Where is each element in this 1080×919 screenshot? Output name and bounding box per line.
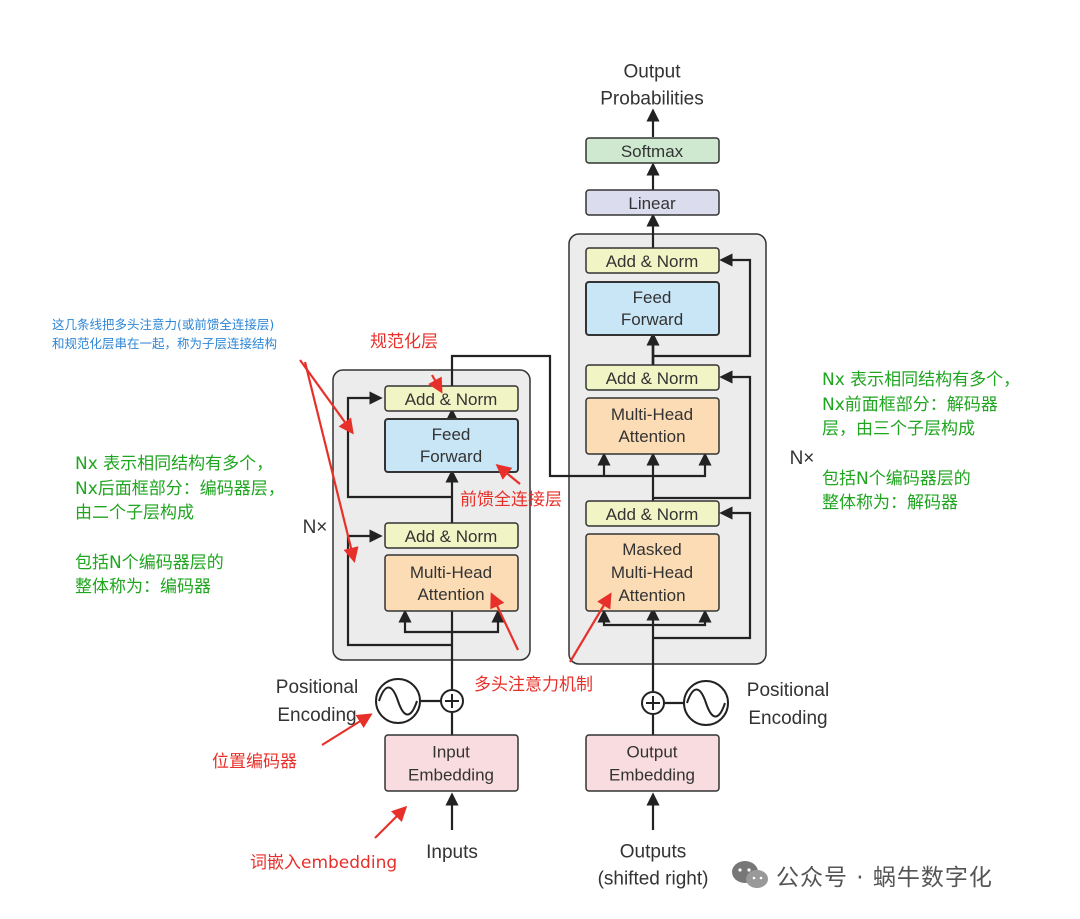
decoder-feed-forward: [585, 281, 720, 336]
inputs-label: Inputs: [426, 842, 478, 863]
watermark: 公众号 · 蜗牛数字化: [730, 858, 993, 892]
encoder-feed-forward: [384, 418, 519, 473]
wechat-icon: [732, 861, 768, 888]
encoder-add-circle: [440, 689, 464, 713]
encoder-description: Nx 表示相同结构有多个， Nx后面框部分：编码器层， 由二个子层构成 包括N个…: [75, 454, 285, 598]
linear-label: Linear: [628, 194, 676, 213]
positional-encoder-annotation: 位置编码器: [212, 752, 297, 772]
encoder-add-norm-top: [384, 385, 519, 412]
encoder-add-norm-bottom-label: Add & Norm: [405, 527, 498, 546]
decoder-add-norm-top-label: Add & Norm: [606, 252, 699, 271]
watermark-text: 公众号 · 蜗牛数字化: [776, 865, 993, 891]
ffn-annotation: 前馈全连接层: [460, 490, 562, 510]
word-embedding-annotation: 词嵌入embedding: [250, 853, 398, 873]
softmax-label: Softmax: [621, 142, 684, 161]
encoder-multi-head-attention: [384, 554, 519, 612]
annotation-arrows: [299, 359, 612, 839]
decoder-nx-label: N×: [790, 448, 815, 469]
softmax-box: [585, 137, 720, 164]
input-embedding-box: [384, 734, 519, 792]
decoder-multi-head-attention: [585, 397, 720, 455]
decoder-add-circle: [641, 691, 665, 715]
positional-encoding-right-icon: [683, 680, 729, 726]
encoder-nx-label: N×: [303, 517, 328, 538]
outputs-label: Outputs(shifted right): [598, 842, 709, 890]
decoder-add-norm-mid-label: Add & Norm: [606, 369, 699, 388]
linear-box: [585, 189, 720, 216]
decoder-description: Nx 表示相同结构有多个， Nx前面框部分：解码器 层，由三个子层构成 包括N个…: [822, 370, 1021, 514]
encoder-add-norm-top-label: Add & Norm: [405, 390, 498, 409]
output-embedding-box: [585, 734, 720, 792]
encoder-container: [332, 369, 531, 661]
mha-mechanism-annotation: 多头注意力机制: [474, 675, 593, 695]
decoder-masked-mha: [585, 533, 720, 612]
decoder-add-norm-bottom: [585, 500, 720, 527]
sublayer-connection-annotation: 这几条线把多头注意力(或前馈全连接层) 和规范化层串在一起，称为子层连接结构: [52, 317, 278, 351]
norm-layer-annotation: 规范化层: [370, 332, 438, 352]
decoder-add-norm-mid: [585, 364, 720, 391]
encoder-add-norm-bottom: [384, 522, 519, 549]
positional-encoding-left-icon: [375, 678, 421, 724]
decoder-add-norm-bottom-label: Add & Norm: [606, 505, 699, 524]
decoder-add-norm-top: [585, 247, 720, 274]
